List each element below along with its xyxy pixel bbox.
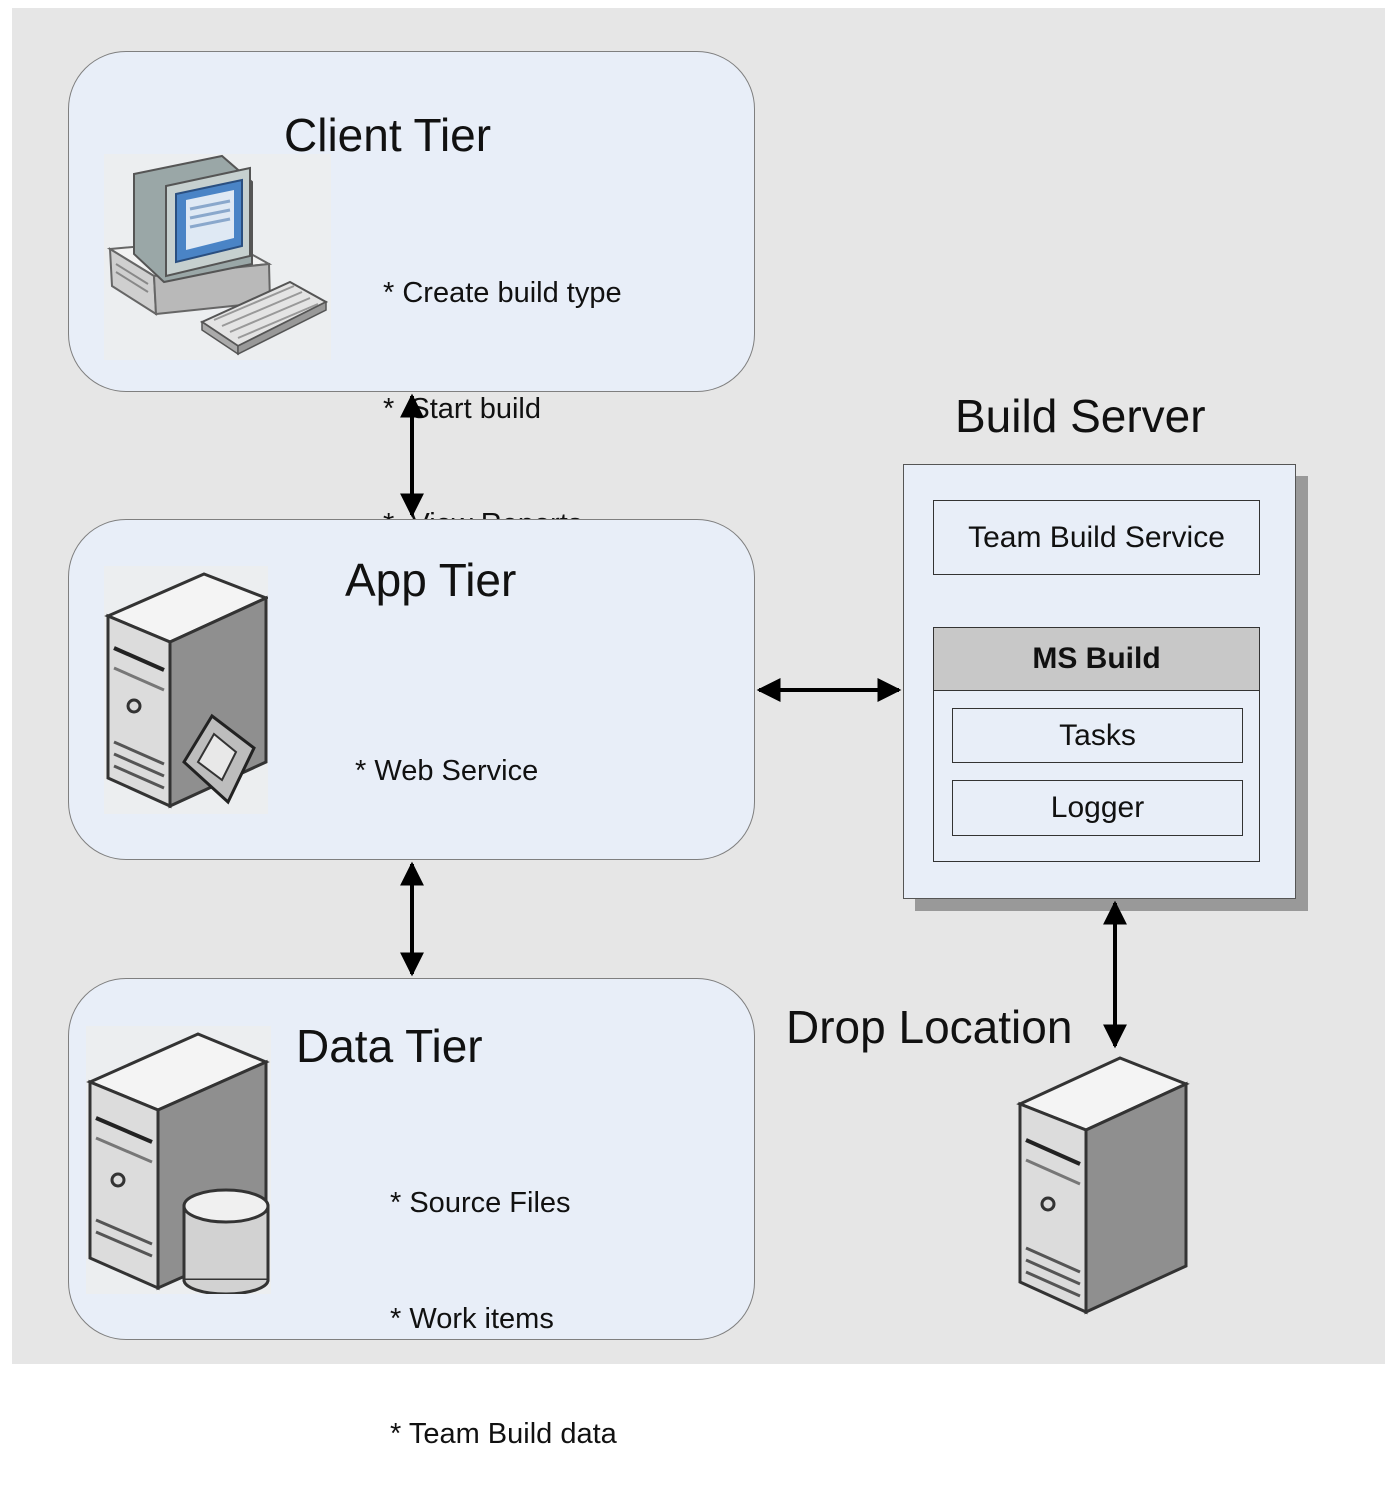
build-server-title: Build Server bbox=[955, 390, 1206, 442]
app-tier-items: * Web Service bbox=[355, 675, 538, 829]
data-tier-item: * Source Files bbox=[390, 1187, 571, 1219]
database-server-icon bbox=[86, 1026, 271, 1296]
data-tier-item: * Team Build data bbox=[390, 1418, 617, 1450]
client-tier-title: Client Tier bbox=[284, 109, 492, 161]
msbuild-title: MS Build bbox=[934, 628, 1259, 691]
client-tier-item: * Create build type bbox=[383, 277, 622, 309]
server-icon bbox=[1016, 1050, 1191, 1318]
data-tier-item: * Work items bbox=[390, 1302, 554, 1335]
connector-arrows bbox=[400, 393, 1127, 1049]
drop-location-title: Drop Location bbox=[786, 1001, 1073, 1053]
tasks-box: Tasks bbox=[952, 708, 1243, 763]
data-tier-title: Data Tier bbox=[296, 1020, 483, 1072]
logger-box: Logger bbox=[952, 780, 1243, 836]
app-tier-title: App Tier bbox=[345, 554, 517, 606]
team-build-service-box: Team Build Service bbox=[933, 500, 1260, 575]
app-tier-item: * Web Service bbox=[355, 755, 539, 787]
web-server-icon bbox=[104, 566, 270, 814]
desktop-computer-icon bbox=[104, 154, 331, 360]
